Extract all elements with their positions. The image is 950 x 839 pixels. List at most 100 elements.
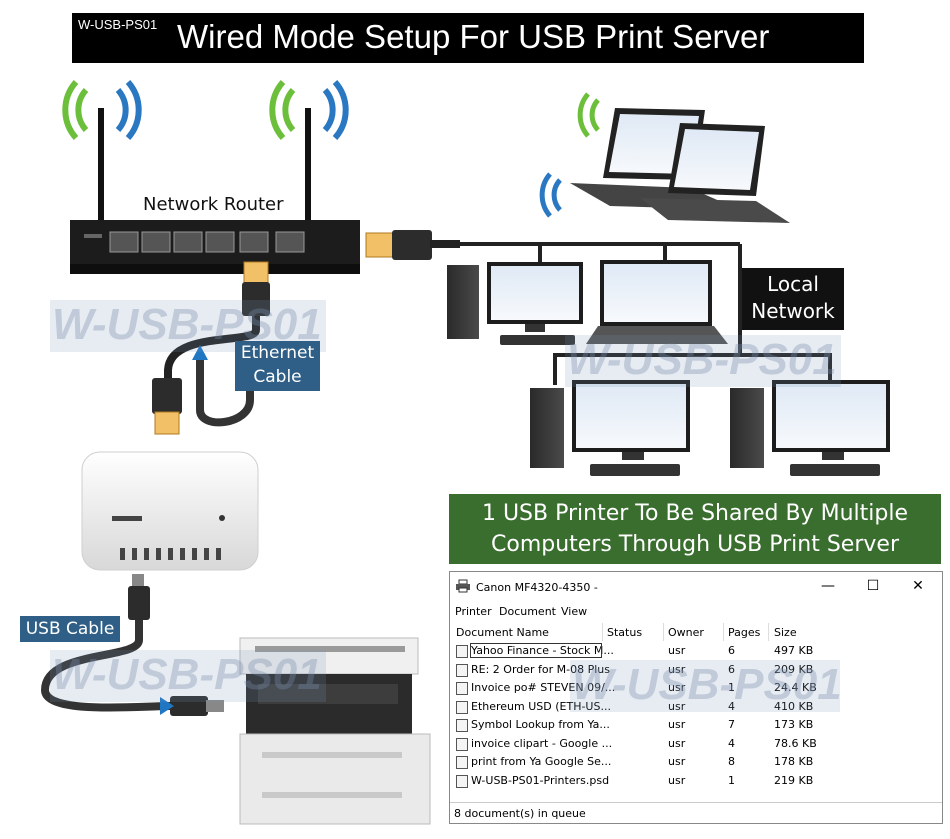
table-row[interactable]: Invoice po# STEVEN 09/... usr 1 24.4 KB [450,679,942,698]
document-name: invoice clipart - Google ... [471,736,613,750]
document-name: Ethereum USD (ETH-US... [471,699,611,713]
watermark-band [570,660,840,712]
menu-bar: Printer Document View [450,602,942,622]
document-pages: 4 [728,699,735,713]
desktop-computer [447,262,583,345]
share-banner: 1 USB Printer To Be Shared By Multiple C… [449,494,941,564]
queue-count: 8 document(s) in queue [454,807,586,820]
document-size: 24.4 KB [774,681,817,694]
col-divider[interactable] [768,623,769,641]
watermark-band [50,650,326,702]
table-row[interactable]: RE: 2 Order for M-08 Plus usr 6 209 KB [450,661,942,680]
ethernet-label-line2: Cable [253,367,302,387]
watermark: W-USB-PS01 [567,335,837,384]
document-pages: 6 [728,644,735,657]
close-button[interactable]: ✕ [912,578,924,594]
document-icon [456,645,468,658]
local-network-cable [460,242,832,385]
document-icon [456,663,468,677]
table-row[interactable]: invoice clipart - Google ... usr 4 78.6 … [450,735,942,754]
document-owner: usr [668,736,686,750]
document-owner: usr [668,662,686,676]
document-size: 178 KB [774,755,814,768]
menu-view[interactable]: View [561,605,588,618]
network-router [70,220,360,274]
ethernet-cable [152,261,270,435]
minimize-button[interactable]: — [821,578,835,594]
page-title: Wired Mode Setup For USB Print Server [177,18,770,55]
document-icon [456,737,468,751]
window-title: Canon MF4320-4350 - [476,581,598,594]
maximize-button[interactable]: ☐ [866,578,880,594]
router-antenna-right [305,108,311,223]
desktop-computer [730,380,890,476]
document-pages: 1 [728,773,735,787]
table-row[interactable]: print from Ya Google Se... usr 8 178 KB [450,753,942,772]
document-owner: usr [668,699,686,713]
wifi-icon [539,92,600,218]
usb-cable-label: USB Cable [20,616,120,642]
col-pages[interactable]: Pages [728,626,761,639]
document-name: RE: 2 Order for M-08 Plus [471,662,611,676]
col-document-name[interactable]: Document Name [456,626,549,639]
menu-printer[interactable]: Printer [455,605,492,618]
document-owner: usr [668,718,686,731]
document-owner: usr [668,644,686,657]
col-divider[interactable] [602,623,603,641]
desktop-computer [530,380,690,476]
title-banner: W-USB-PS01 Wired Mode Setup For USB Prin… [72,13,864,63]
document-pages: 1 [728,681,735,694]
document-name: Symbol Lookup from Ya... [471,718,610,731]
ethernet-plug [365,230,460,260]
document-size: 219 KB [774,773,814,787]
printer [239,637,431,825]
wifi-icon [269,80,349,140]
status-bar: 8 document(s) in queue [450,802,942,824]
local-label-line1: Local [767,272,819,296]
print-queue-window: Canon MF4320-4350 - — ☐ ✕ Printer Docume… [449,571,943,824]
document-name: print from Ya Google Se... [471,755,612,768]
ethernet-cable-label: Ethernet Cable [235,341,320,391]
share-line2: Computers Through USB Print Server [491,532,899,557]
watermark: W-USB-PS01 [52,650,322,699]
document-icon [456,756,468,769]
document-owner: usr [668,773,686,787]
document-size: 78.6 KB [774,736,817,750]
usb-cable [40,574,224,716]
col-size[interactable]: Size [774,626,797,639]
document-size: 410 KB [774,699,814,713]
printer-icon [456,579,470,593]
router-label: Network Router [143,194,284,215]
usb-print-server [81,451,259,571]
document-icon [456,719,468,732]
document-size: 497 KB [774,644,814,657]
menu-document[interactable]: Document [499,605,556,618]
document-pages: 8 [728,755,735,768]
document-pages: 4 [728,736,735,750]
model-tag: W-USB-PS01 [78,17,158,32]
ethernet-label-line1: Ethernet [240,343,315,363]
table-row[interactable]: W-USB-PS01-Printers.psd usr 1 219 KB [450,772,942,791]
watermark-band [565,335,841,387]
document-pages: 7 [728,718,735,731]
col-divider[interactable] [663,623,664,641]
col-divider[interactable] [723,623,724,641]
document-icon [456,682,468,695]
table-row[interactable]: Ethereum USD (ETH-US... usr 4 410 KB [450,698,942,717]
document-icon [456,700,468,714]
window-titlebar[interactable]: Canon MF4320-4350 - — ☐ ✕ [450,572,942,602]
share-line1: 1 USB Printer To Be Shared By Multiple [481,501,909,526]
document-size: 173 KB [774,718,814,731]
wifi-icon [62,80,142,140]
document-icon [456,774,468,788]
laptop-computer [586,260,728,344]
table-row[interactable]: Symbol Lookup from Ya... usr 7 173 KB [450,716,942,735]
document-name: Invoice po# STEVEN 09/... [471,681,616,694]
col-status[interactable]: Status [607,626,643,639]
column-header: Document Name Status Owner Pages Size [450,623,942,641]
table-row[interactable]: Yahoo Finance - Stock M... usr 6 497 KB [450,642,942,661]
document-owner: usr [668,755,686,768]
watermark: W-USB-PS01 [572,660,842,709]
col-owner[interactable]: Owner [668,626,704,639]
